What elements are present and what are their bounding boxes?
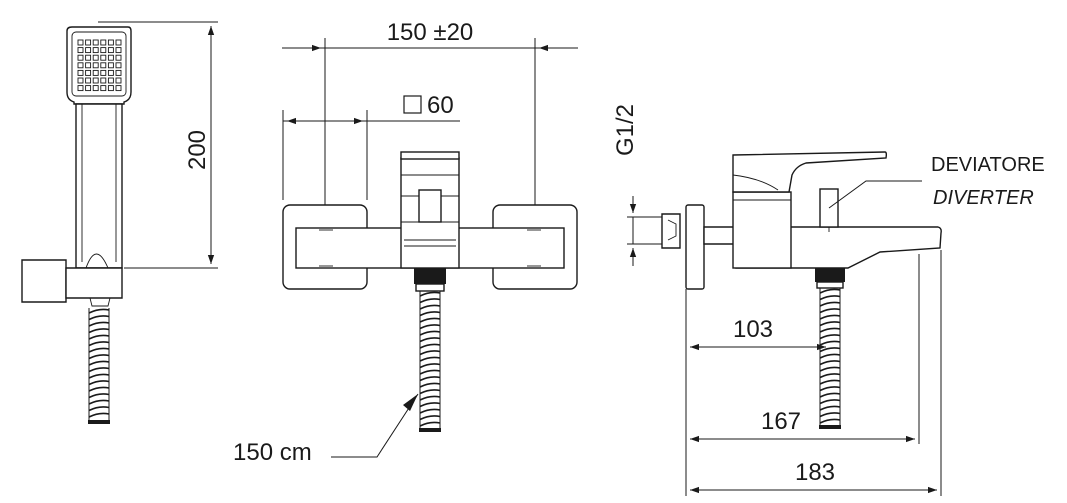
square-symbol-icon [403, 95, 422, 114]
dim-thread: G1/2 [612, 104, 639, 156]
dim-overall-depth: 183 [795, 459, 835, 486]
mixer-hose [419, 291, 441, 432]
dim-mixer-body: 60 [427, 92, 454, 119]
mixer-front-view: 150 ±20 60 150 cm [233, 19, 578, 466]
dim-spout-reach: 167 [761, 408, 801, 435]
diverter-label-en: DIVERTER [933, 187, 1034, 209]
dim-spout-to-outlet: 103 [733, 316, 773, 343]
diverter-label-it: DEVIATORE [931, 154, 1045, 176]
shower-hose [88, 308, 110, 424]
dim-shower-height: 200 [184, 130, 211, 170]
spray-nozzle-grid [77, 39, 122, 92]
mixer-side-view: G1/2 DEVIATORE DIVERTER [612, 104, 1045, 496]
dim-hose-length: 150 cm [233, 439, 312, 466]
side-hose [819, 288, 841, 429]
hand-shower-view: 200 [21, 21, 218, 424]
dim-mixer-centres: 150 ±20 [387, 19, 474, 46]
